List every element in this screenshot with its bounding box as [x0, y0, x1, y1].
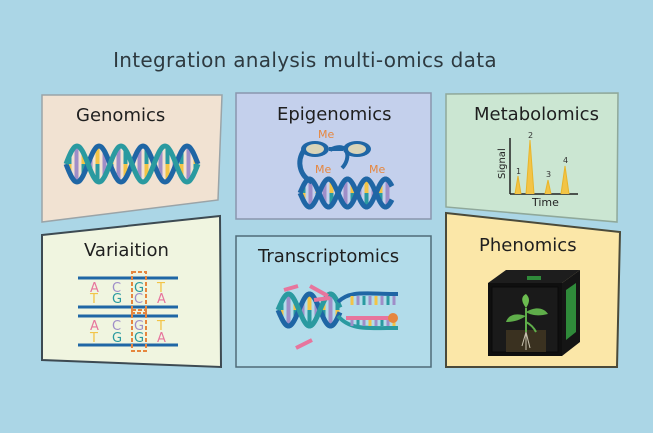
base-letter: A — [157, 292, 166, 307]
base-letter: G — [134, 319, 144, 334]
base-letter: T — [156, 319, 165, 334]
base-letter: A — [157, 331, 166, 346]
base-letter: A — [90, 281, 99, 296]
peak-label: 2 — [528, 131, 533, 140]
base-letter: C — [112, 281, 121, 296]
base-letter: T — [156, 281, 165, 296]
base-letter: T — [89, 292, 98, 307]
base-letter: G — [112, 292, 122, 307]
spectrum-chart-icon: 1 2 3 4 Signal Time — [497, 131, 578, 209]
panel-title-transcriptomics: Transcriptomics — [257, 246, 399, 267]
base-letter: G — [112, 331, 122, 346]
base-letter: G — [134, 281, 144, 296]
peak-label: 4 — [563, 156, 568, 165]
panel-title-metabolomics: Metabolomics — [474, 104, 599, 125]
panel-title-phenomics: Phenomics — [479, 235, 577, 256]
rna-polymerase-icon — [388, 313, 398, 323]
base-letter: C — [112, 319, 121, 334]
chart-y-label: Signal — [497, 148, 508, 179]
mrna-fragment — [295, 338, 313, 350]
nucleosome-icon — [343, 141, 371, 157]
peak — [544, 179, 552, 195]
methyl-mark: Me — [315, 163, 331, 176]
chromatin-nucleosome-icon: Me Me Me — [297, 128, 395, 210]
peak — [525, 139, 535, 195]
base-letter: G — [134, 331, 144, 346]
mrna-fragment — [309, 284, 329, 298]
panel-variation: Variaition A C G T T G C A A C — [41, 214, 223, 369]
panel-genomics: Genomics — [41, 94, 223, 223]
methyl-mark: Me — [318, 128, 334, 141]
base-letter: C — [134, 292, 143, 307]
peak-label: 1 — [516, 167, 521, 176]
mrna-fragment — [313, 296, 331, 302]
snp-highlight — [131, 309, 147, 352]
nucleosome-icon — [301, 141, 329, 157]
panel-title-variation: Variaition — [84, 240, 169, 261]
panel-metabolomics: Metabolomics 1 2 3 4 Signal Time — [445, 92, 619, 223]
peak-label: 3 — [546, 170, 551, 179]
plant-icon — [506, 294, 548, 350]
methyl-mark: Me — [369, 163, 385, 176]
dna-helix-icon — [63, 143, 201, 185]
panel-epigenomics: Epigenomics Me Me Me — [235, 92, 432, 220]
snp-highlight — [131, 271, 147, 314]
figure-title: Integration analysis multi-omics data — [113, 48, 497, 72]
plant-growth-chamber-icon — [488, 270, 580, 356]
base-letter: A — [90, 319, 99, 334]
panel-title-genomics: Genomics — [76, 105, 165, 126]
transcription-icon — [275, 284, 399, 350]
panel-transcriptomics: Transcriptomics — [235, 235, 432, 368]
base-letter: T — [89, 331, 98, 346]
panel-phenomics: Phenomics — [445, 211, 622, 368]
snp-alignment-icon: A C G T T G C A A C G T T G G A — [78, 271, 178, 352]
panel-title-epigenomics: Epigenomics — [277, 104, 392, 125]
mrna-fragment — [283, 284, 299, 292]
chart-x-label: Time — [531, 196, 559, 209]
peak — [560, 165, 570, 195]
peak — [514, 175, 522, 195]
